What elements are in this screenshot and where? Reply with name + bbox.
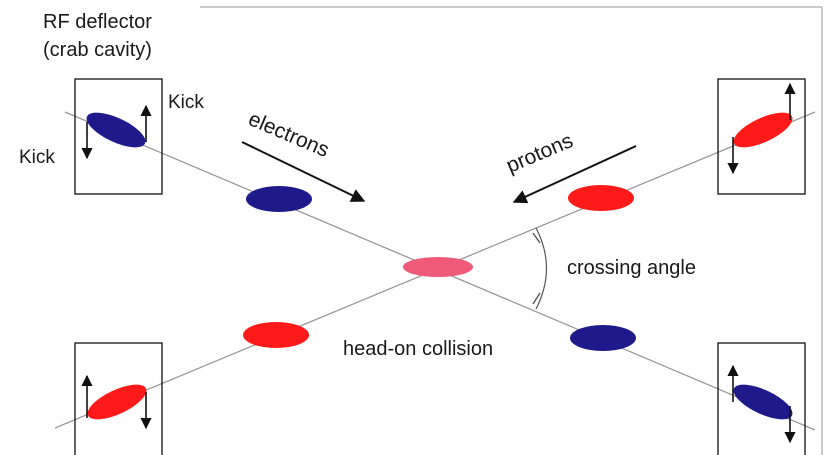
rf-deflector-label: RF deflector — [43, 11, 152, 33]
kick-label-upper: Kick — [168, 92, 204, 113]
protons-label: protons — [503, 129, 576, 178]
proton-bunch-tilted-top-right — [733, 112, 793, 148]
crossing-angle-tick-bottom — [532, 292, 541, 305]
crossing-angle-tick-top — [532, 232, 541, 244]
proton-bunch-tilted-bottom-left — [87, 384, 147, 420]
proton-bunch-outgoing — [243, 322, 309, 348]
proton-direction-arrow — [512, 145, 637, 204]
electron-bunch-incoming — [246, 186, 312, 212]
crab-cavity-box-top-left — [74, 78, 163, 195]
crossing-angle-label: crossing angle — [567, 257, 696, 279]
collision-bunch — [403, 257, 473, 277]
proton-bunch-incoming — [568, 185, 634, 211]
electron-bunch-outgoing — [570, 325, 636, 351]
kick-label-left: Kick — [19, 147, 55, 168]
electron-bunch-tilted-bottom-right — [733, 384, 793, 420]
crab-cavity-label: (crab cavity) — [43, 39, 152, 61]
electron-bunch-tilted-top-left — [86, 112, 146, 148]
electron-direction-arrow — [241, 141, 366, 202]
crab-cavity-box-bottom-right — [717, 342, 806, 455]
electrons-label: electrons — [245, 107, 332, 161]
crab-cavity-box-top-right — [717, 78, 806, 195]
crab-cavity-box-bottom-left — [74, 342, 163, 455]
crossing-angle-arc — [535, 227, 548, 310]
head-on-collision-label: head-on collision — [343, 338, 493, 360]
